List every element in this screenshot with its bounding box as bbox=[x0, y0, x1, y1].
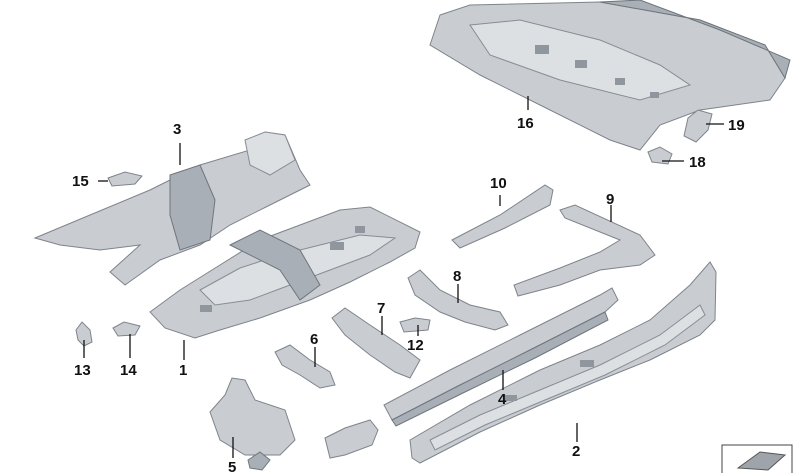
callout-5: 5 bbox=[228, 459, 236, 473]
part-13-bracket bbox=[75, 321, 93, 347]
callout-18: 18 bbox=[689, 154, 706, 171]
callout-numbers: 3 15 16 19 18 10 9 8 7 12 6 13 14 1 4 2 … bbox=[72, 115, 745, 473]
callout-12: 12 bbox=[407, 337, 424, 354]
part-19-bracket bbox=[683, 109, 713, 143]
part-16-rear-bulkhead bbox=[429, 0, 791, 151]
part-12-bracket bbox=[399, 317, 431, 333]
callout-7: 7 bbox=[377, 300, 385, 317]
callout-15: 15 bbox=[72, 173, 89, 190]
part-14-bracket bbox=[112, 321, 141, 337]
callout-10: 10 bbox=[490, 175, 507, 192]
callout-16: 16 bbox=[517, 115, 534, 132]
part-1-floor-pan bbox=[149, 206, 421, 339]
callout-13: 13 bbox=[74, 362, 91, 379]
leader-lines bbox=[83, 96, 724, 458]
part-11-bracket bbox=[324, 419, 379, 459]
part-9-cross-member bbox=[513, 204, 656, 297]
part-3-tunnel bbox=[33, 131, 311, 286]
part-2-side-sill bbox=[409, 261, 717, 464]
part-10-cross-member bbox=[451, 184, 554, 249]
part-15-bracket bbox=[107, 171, 143, 187]
callout-6: 6 bbox=[310, 331, 318, 348]
callout-4: 4 bbox=[498, 391, 507, 408]
callout-14: 14 bbox=[120, 362, 137, 379]
part-4-rocker-reinforcement bbox=[383, 287, 619, 427]
callout-19: 19 bbox=[728, 117, 745, 134]
callout-9: 9 bbox=[606, 191, 614, 208]
corner-orientation-icon bbox=[721, 444, 793, 473]
callout-1: 1 bbox=[179, 362, 187, 379]
part-5-bracket bbox=[209, 377, 296, 471]
part-18-bracket bbox=[647, 146, 673, 165]
callout-2: 2 bbox=[572, 443, 580, 460]
part-7-bracket bbox=[331, 307, 421, 379]
part-6-bracket bbox=[274, 344, 336, 389]
callout-8: 8 bbox=[453, 268, 461, 285]
callout-3: 3 bbox=[173, 121, 181, 138]
